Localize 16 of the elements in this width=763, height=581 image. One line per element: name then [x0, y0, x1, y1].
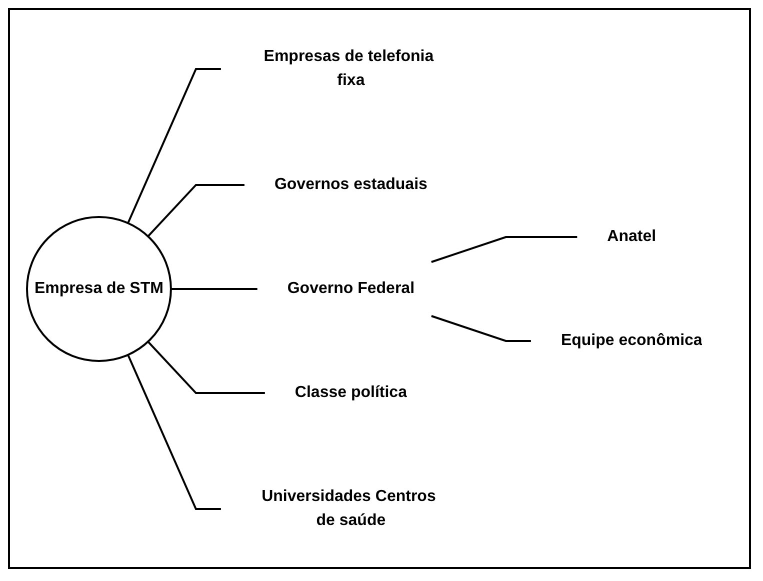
node-text: Classe política	[294, 384, 407, 400]
node-text: Anatel	[607, 228, 656, 244]
connector	[147, 340, 265, 394]
connector	[126, 354, 221, 510]
node-text: Universidades Centros de saúde	[261, 488, 436, 528]
connector	[430, 314, 531, 342]
connector	[126, 68, 221, 224]
diagram-frame: Empresa de STM Empresas de telefonia fixa Governos estaduais Governo Federal Anatel Equipe econômica Classe política Universidades Centros de saúde	[8, 8, 751, 569]
node-text: Governos estaduais	[274, 176, 428, 192]
node-circle	[26, 216, 172, 362]
connector	[430, 236, 578, 262]
connector	[170, 288, 258, 290]
node-text: Equipe econômica	[560, 332, 702, 348]
node-text: Governo Federal	[287, 280, 414, 296]
connector	[147, 184, 244, 237]
node-text: Empresas de telefonia fixa	[264, 48, 434, 88]
